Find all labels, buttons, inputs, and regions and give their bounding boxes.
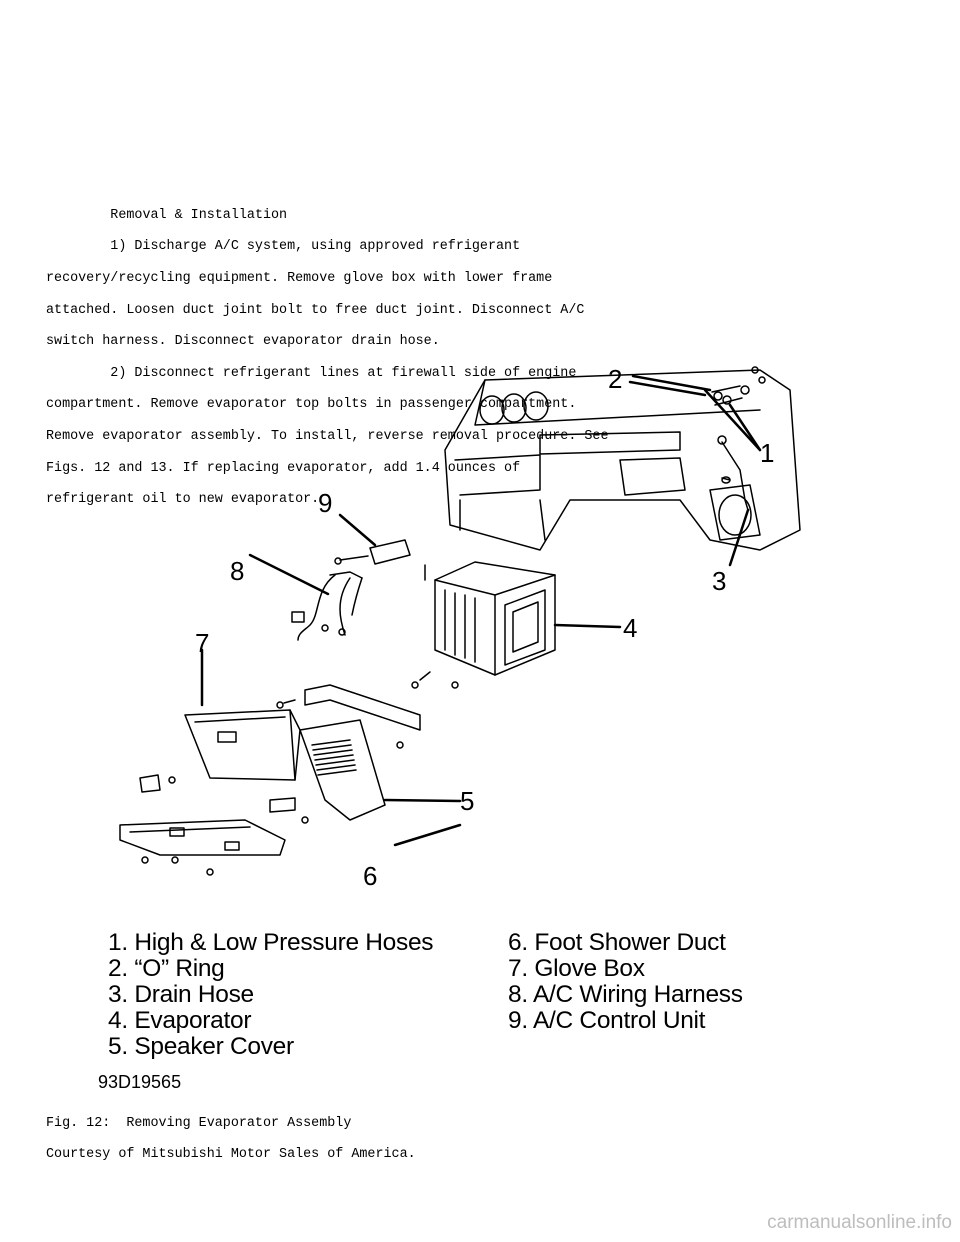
legend-item: 5. Speaker Cover — [108, 1033, 294, 1060]
legend-item: 6. Foot Shower Duct — [508, 929, 726, 956]
callout-number-6: 6 — [363, 861, 377, 891]
watermark: carmanualsonline.info — [767, 1212, 952, 1233]
legend-item: 4. Evaporator — [108, 1007, 252, 1034]
step-2-line: Figs. 12 and 13. If replacing evaporator… — [46, 460, 521, 476]
figure-code: 93D19565 — [98, 1072, 182, 1092]
step-2-line: refrigerant oil to new evaporator. — [46, 492, 320, 508]
wiring-harness-drawing — [291, 571, 363, 641]
legend-item: 8. A/C Wiring Harness — [508, 981, 743, 1008]
callout-number-2: 2 — [608, 364, 622, 394]
drain-hose-drawing — [717, 435, 749, 511]
exploded-view-illustration: 1 2 3 4 5 6 7 8 9 — [119, 364, 801, 891]
figure-caption: Fig. 12: Removing Evaporator Assembly Co… — [46, 1100, 416, 1179]
callout-number-3: 3 — [712, 566, 726, 596]
callout-number-5: 5 — [460, 786, 474, 816]
step-1-line: attached. Loosen duct joint bolt to free… — [46, 302, 585, 318]
legend-item: 9. A/C Control Unit — [508, 1007, 706, 1034]
legend-left-column: 1. High & Low Pressure Hoses 2. “O” Ring… — [108, 929, 434, 1060]
caption-title: Fig. 12: Removing Evaporator Assembly — [46, 1115, 352, 1131]
legend-item: 1. High & Low Pressure Hoses — [108, 929, 434, 956]
callout-number-8: 8 — [230, 556, 244, 586]
callout-number-1: 1 — [760, 438, 774, 468]
step-1-line: recovery/recycling equipment. Remove glo… — [46, 270, 553, 286]
control-unit-drawing — [334, 539, 411, 565]
step-2-line: 2) Disconnect refrigerant lines at firew… — [46, 365, 577, 381]
foot-shower-duct-drawing — [119, 774, 309, 876]
dashboard-drawing — [444, 369, 801, 551]
caption-credit: Courtesy of Mitsubishi Motor Sales of Am… — [46, 1147, 416, 1163]
procedure-text: Removal & Installation 1) Discharge A/C … — [46, 192, 609, 524]
legend-item: 7. Glove Box — [508, 955, 645, 982]
legend-item: 3. Drain Hose — [108, 981, 254, 1008]
lower-frame-drawing — [276, 684, 421, 749]
callout-arrows — [200, 374, 762, 847]
step-2-line: Remove evaporator assembly. To install, … — [46, 428, 609, 444]
section-heading: Removal & Installation — [110, 207, 288, 223]
speaker-cover-drawing — [299, 719, 386, 821]
callout-number-4: 4 — [623, 613, 637, 643]
step-1-line: 1) Discharge A/C system, using approved … — [46, 239, 521, 255]
step-1-line: switch harness. Disconnect evaporator dr… — [46, 334, 440, 350]
legend-item: 2. “O” Ring — [108, 955, 225, 982]
glove-box-drawing — [184, 709, 301, 781]
callout-number-7: 7 — [195, 628, 209, 658]
evaporator-drawing — [411, 561, 556, 689]
callout-number-9: 9 — [318, 488, 332, 518]
o-ring-parts — [711, 366, 766, 406]
legend-right-column: 6. Foot Shower Duct 7. Glove Box 8. A/C … — [508, 930, 743, 1034]
